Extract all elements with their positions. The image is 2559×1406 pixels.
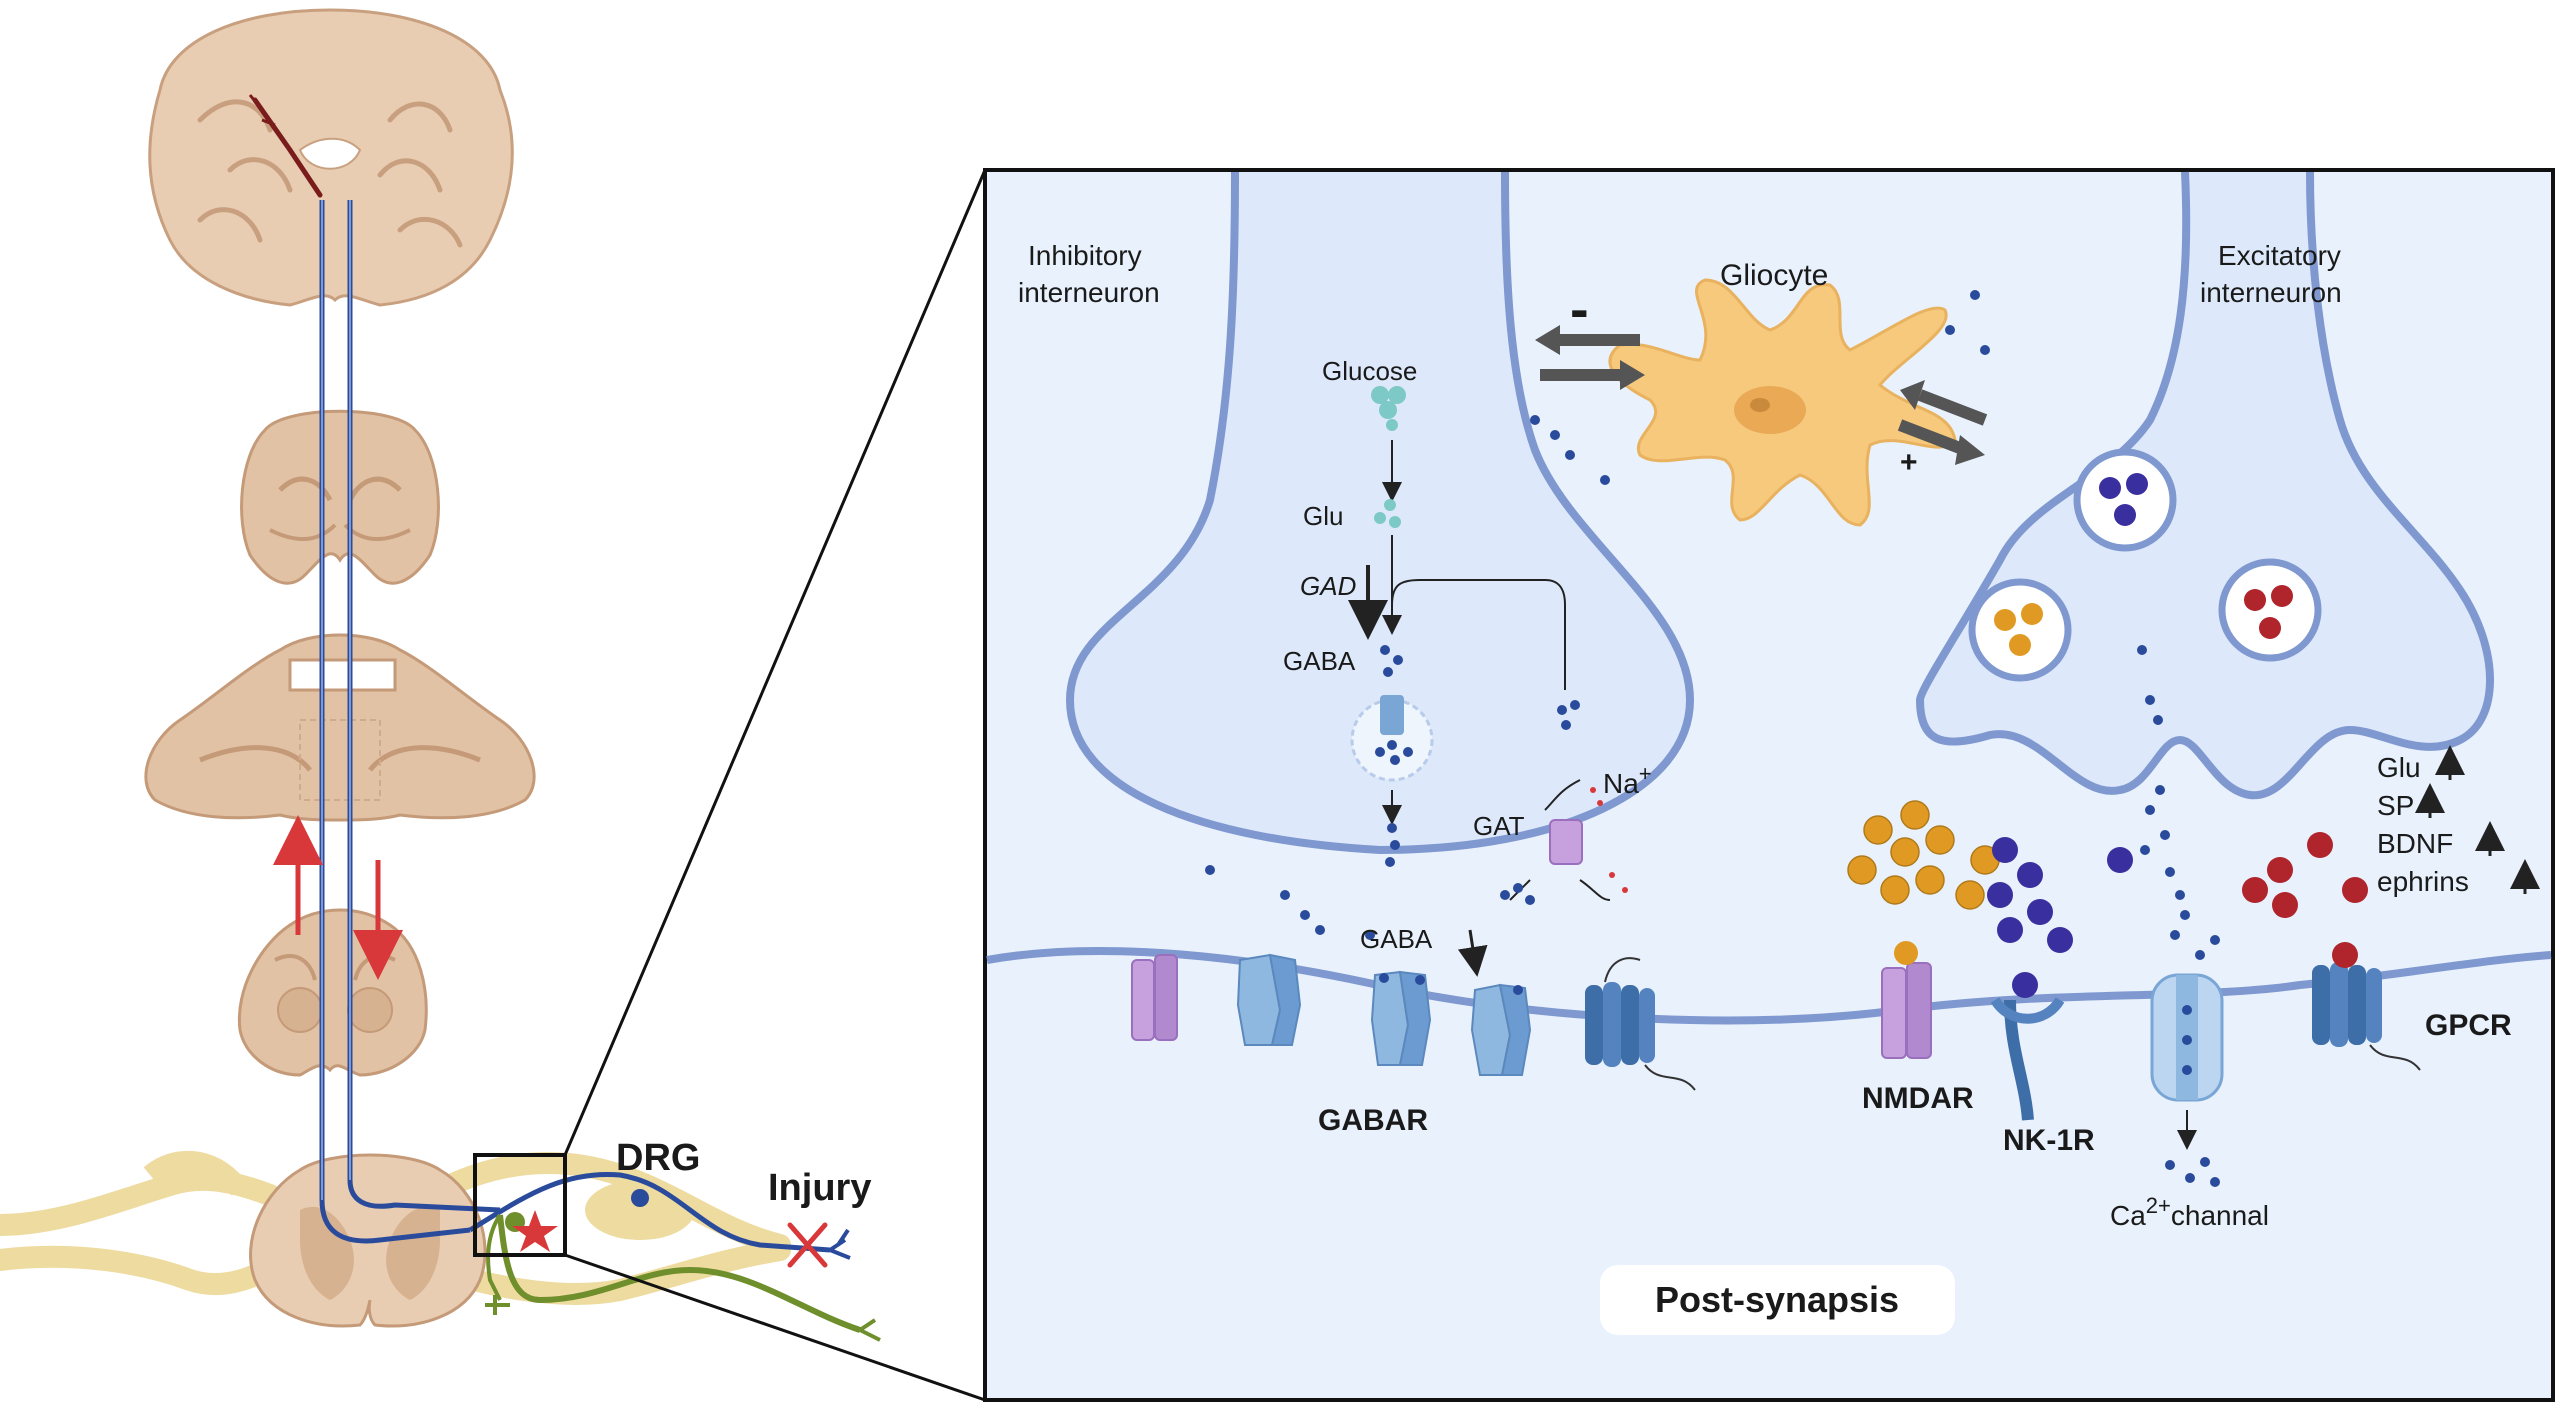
- gaba-molecules: [1380, 645, 1403, 677]
- na-label: Na+: [1603, 761, 1652, 799]
- peripheral-sensory-nerve: [468, 1171, 851, 1260]
- plus-sign: +: [1900, 446, 1918, 479]
- injury-label: Injury: [768, 1167, 871, 1209]
- nk1r-receptor: [1990, 972, 2065, 1121]
- factor-label: SP: [2377, 790, 2414, 821]
- glucose-label: Glucose: [1322, 356, 1417, 386]
- spinal-tracts: [319, 200, 501, 1244]
- post-synapsis-badge: [1600, 1265, 1955, 1335]
- gpcr-inhibitory: [1585, 957, 1696, 1091]
- released-factors-list: Glu SP BDNF ephrins: [2377, 745, 2540, 897]
- receptor-purple-1: [1131, 954, 1178, 1041]
- inhibitory-label-line1: Inhibitory: [1028, 240, 1142, 271]
- calcium-channel-label: Ca2+channal: [2110, 1193, 2269, 1231]
- glia-excitatory-arrows: [1897, 380, 1988, 465]
- excitatory-label-line1: Excitatory: [2218, 240, 2341, 271]
- nmdar-receptor: [1881, 941, 1932, 1059]
- gat-label: GAT: [1473, 811, 1525, 841]
- red-star-icon: [512, 1210, 558, 1252]
- glia-released-molecules: [1530, 290, 1990, 485]
- zoom-line-top: [563, 169, 987, 1156]
- gabar-channel-1: [1236, 953, 1302, 1046]
- inhibitory-label-line2: interneuron: [1018, 277, 1160, 308]
- cleft-orange-molecules: [1847, 800, 2000, 910]
- cleft-gaba-molecules: [1205, 865, 1535, 940]
- gaba-decrease-label: GABA: [1360, 924, 1433, 954]
- vesicle-orange: [1968, 578, 2072, 682]
- dorsal-root-nerves: [0, 1150, 791, 1305]
- midbrain-section: [240, 409, 440, 585]
- gat-reuptake-path: [1391, 579, 1566, 690]
- injury-x-icon: [787, 1222, 828, 1268]
- calcium-channel: [2150, 973, 2224, 1187]
- zoom-line-bottom: [564, 1253, 986, 1402]
- drg-label: DRG: [616, 1137, 700, 1179]
- gabar-channel-2: [1370, 970, 1432, 1066]
- gabar-channel-3: [1470, 983, 1532, 1076]
- synapse-panel: - +: [983, 168, 2555, 1402]
- gabar-label: GABAR: [1318, 1104, 1428, 1137]
- inhibitory-terminal: [1065, 171, 1695, 855]
- gpcr-label: GPCR: [2425, 1009, 2512, 1042]
- gpcr-excitatory: [2312, 942, 2421, 1071]
- glia-inhibitory-arrows: [1535, 325, 1645, 390]
- vesicle-red: [2218, 558, 2322, 662]
- left-panel: DRG Injury: [0, 8, 987, 1402]
- gaba-label: GABA: [1283, 646, 1356, 676]
- pons-section: [144, 633, 536, 822]
- cleft-purple-molecules: [1987, 837, 2133, 953]
- nmdar-label: NMDAR: [1862, 1082, 1974, 1115]
- glu-molecules: [1374, 499, 1401, 528]
- vesicle-purple: [2073, 448, 2177, 552]
- gaba-vesicle: [1350, 695, 1434, 782]
- gliocyte-label: Gliocyte: [1720, 259, 1828, 292]
- cleft-glu-molecules: [2137, 645, 2220, 960]
- glu-label: Glu: [1303, 501, 1343, 531]
- gliocyte-cell: [1608, 278, 1957, 527]
- factor-label: ephrins: [2377, 866, 2469, 897]
- brain-section: [148, 8, 514, 307]
- minus-sign: -: [1570, 277, 1589, 340]
- factor-label: BDNF: [2377, 828, 2453, 859]
- zoom-box: [473, 1153, 567, 1257]
- medulla-section: [237, 908, 428, 1077]
- excitatory-label-line2: interneuron: [2200, 277, 2342, 308]
- post-synapsis-label: Post-synapsis: [1655, 1279, 1899, 1320]
- factor-label: Glu: [2377, 752, 2421, 783]
- nk1r-label: NK-1R: [2003, 1124, 2095, 1157]
- glucose-molecules: [1371, 386, 1406, 431]
- gad-label: GAD: [1300, 571, 1356, 601]
- gat-transporter: [1509, 700, 1628, 901]
- cleft-red-molecules: [2242, 832, 2368, 918]
